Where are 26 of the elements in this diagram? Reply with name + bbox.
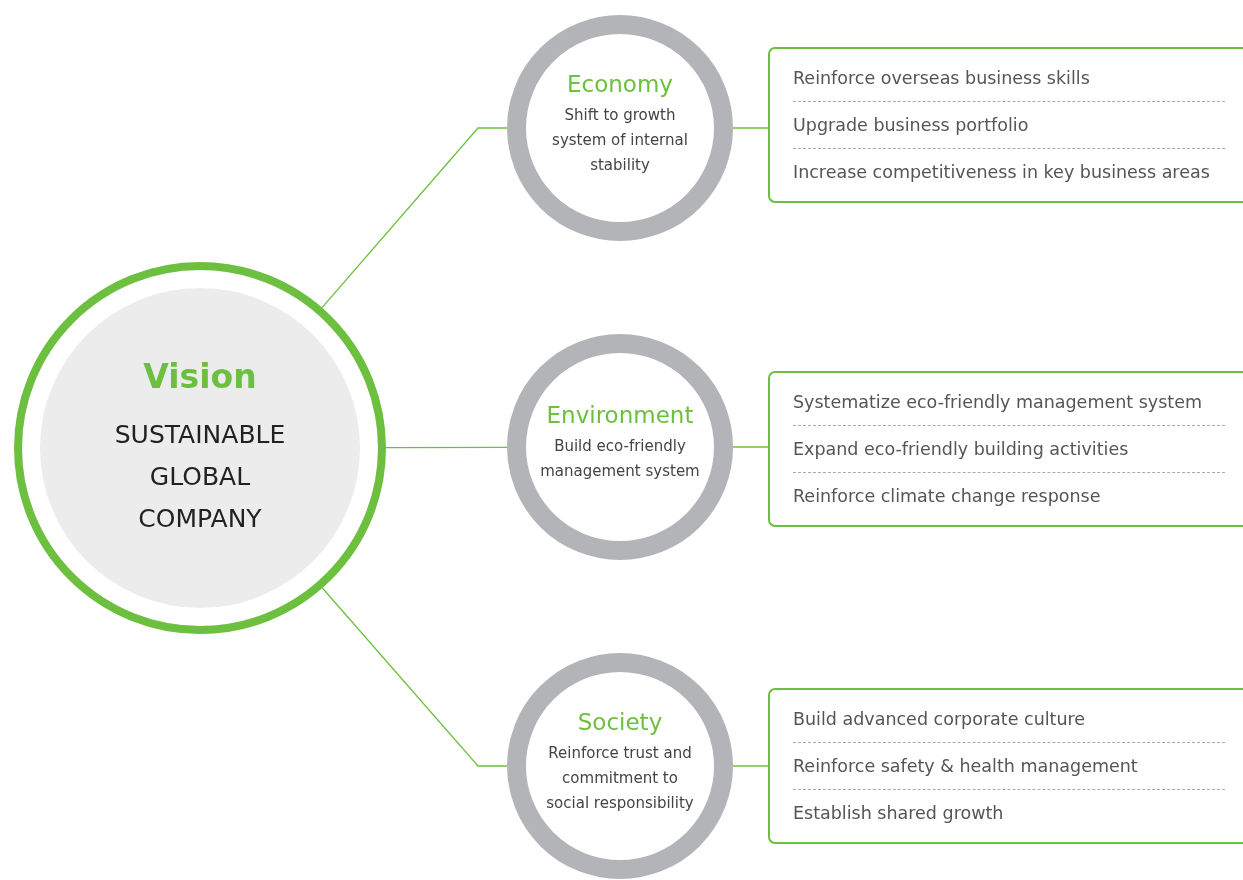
list-item: Reinforce safety & health management bbox=[793, 743, 1225, 790]
list-box bbox=[768, 371, 1243, 527]
connector-line bbox=[321, 127, 508, 309]
connector-line bbox=[732, 446, 769, 448]
circle-title: Environment bbox=[546, 402, 694, 428]
circle-title: Vision bbox=[143, 356, 257, 396]
list-item: Systematize eco-friendly management system bbox=[793, 379, 1225, 426]
connector-line bbox=[732, 127, 769, 129]
list-item: Expand eco-friendly building activities bbox=[793, 426, 1225, 473]
circle-description: Reinforce trust and commitment to social responsibility bbox=[545, 742, 695, 814]
connector-line bbox=[732, 765, 769, 767]
list-item: Upgrade business portfolio bbox=[793, 102, 1225, 149]
circle-description: Build eco-friendly management system bbox=[540, 436, 700, 482]
list-item: Build advanced corporate culture bbox=[793, 696, 1225, 743]
connector-line bbox=[385, 446, 508, 449]
list-box bbox=[768, 688, 1243, 844]
circle-title: Economy bbox=[567, 70, 673, 97]
list-item: Establish shared growth bbox=[793, 802, 1005, 825]
circle-description: Shift to growth system of internal stability bbox=[551, 104, 689, 176]
circle-title: Society bbox=[577, 708, 663, 735]
list-item: Reinforce overseas business skills bbox=[793, 55, 1225, 102]
circle-subtitle: SUSTAINABLE GLOBAL COMPANY bbox=[113, 418, 287, 535]
connector-line bbox=[321, 587, 508, 767]
list-box bbox=[768, 47, 1243, 203]
list-item: Increase competitiveness in key business areas bbox=[793, 161, 1211, 184]
list-item: Reinforce climate change response bbox=[793, 485, 1102, 508]
